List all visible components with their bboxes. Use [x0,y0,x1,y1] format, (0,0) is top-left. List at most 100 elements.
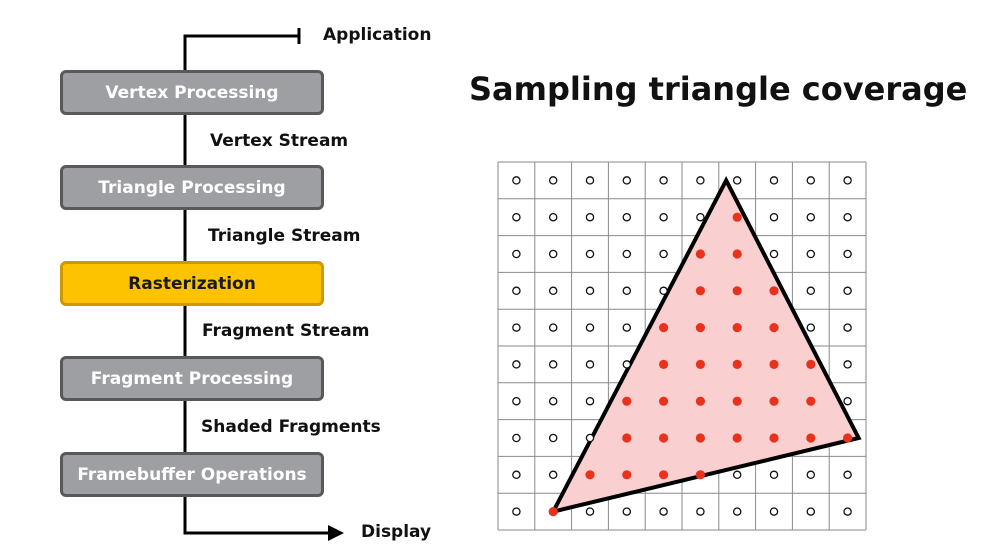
application-label: Application [323,25,432,45]
sample-point-empty [843,249,852,259]
sample-point-empty [696,176,705,185]
sample-point-empty [806,249,816,259]
sample-point-empty [512,507,521,516]
sample-point-covered [659,470,669,480]
sample-point-empty [548,396,558,406]
sample-point-empty [585,323,595,332]
stage-fragment-processing: Fragment Processing [60,356,324,401]
sample-point-empty [659,176,668,185]
sample-point-covered [769,286,779,296]
sample-point-empty [769,212,779,222]
sample-point-empty [806,507,816,516]
stage-framebuffer-operations: Framebuffer Operations [60,452,324,497]
sample-point-empty [843,323,852,332]
sample-point-empty [548,433,558,443]
sample-point-covered [732,323,742,333]
sample-point-empty [622,286,632,296]
sample-point-covered [659,396,669,406]
sample-point-empty [806,176,816,185]
stage-label: Fragment Processing [90,368,294,389]
sample-point-empty [548,176,558,185]
display-label: Display [361,522,432,542]
sample-point-covered [769,359,779,369]
sample-point-empty [585,249,595,259]
sample-point-empty [512,286,521,296]
sample-point-covered [769,323,779,333]
sample-point-empty [769,470,779,480]
sample-point-covered [769,396,779,406]
sample-point-empty [732,176,742,185]
sample-point-covered [695,470,706,480]
sample-point-covered [732,212,742,222]
sample-point-empty [843,396,852,406]
sample-point-covered [732,249,742,259]
sample-point-empty [548,212,558,222]
stream-label-shaded: Shaded Fragments [201,417,381,437]
sample-point-covered [659,323,669,333]
sample-point-empty [512,249,521,259]
sample-point-covered [695,286,706,296]
sample-point-empty [806,323,816,332]
sample-point-empty [512,176,521,185]
sample-point-empty [512,396,521,406]
sample-point-empty [843,286,852,296]
sample-point-empty [548,286,558,296]
sample-point-empty [512,212,521,222]
sample-point-empty [622,249,632,259]
sample-point-empty [696,212,705,222]
sample-point-covered [695,323,706,333]
stage-label: Framebuffer Operations [77,464,307,485]
stage-label: Rasterization [128,273,256,294]
sample-point-covered [732,433,742,443]
sample-point-empty [659,249,668,259]
sample-point-empty [512,470,521,480]
stage-triangle-processing: Triangle Processing [60,165,324,210]
pipeline-output-arrowhead [328,525,344,541]
pipeline-input-line [183,34,300,460]
sample-point-empty [843,470,852,480]
sample-point-covered [659,433,669,443]
sample-point-covered [622,433,632,443]
sample-point-empty [769,507,779,516]
sample-point-empty [769,176,779,185]
sample-point-empty [585,360,595,369]
sample-point-empty [843,507,852,516]
sample-point-covered [695,433,706,443]
sample-point-covered [622,470,632,480]
sample-point-empty [806,286,816,296]
sample-point-empty [806,212,816,222]
sample-point-covered [732,286,742,296]
sample-point-empty [585,433,595,443]
sample-point-covered [695,359,706,369]
sample-point-empty [696,507,705,516]
sample-point-empty [548,323,558,332]
sample-point-covered [659,359,669,369]
sample-point-covered [695,396,706,406]
sample-point-empty [659,212,668,222]
sample-point-empty [806,470,816,480]
sample-point-empty [843,360,852,369]
sample-point-empty [548,360,558,369]
sample-point-empty [622,212,632,222]
stage-label: Vertex Processing [105,82,279,103]
sample-point-covered [695,249,706,259]
sample-point-empty [512,323,521,332]
triangle [549,176,862,515]
stream-label-vertex: Vertex Stream [210,131,349,151]
sample-point-empty [622,507,632,516]
sample-point-empty [769,249,779,259]
sample-point-empty [548,470,558,480]
sample-point-empty [732,507,742,516]
sample-point-covered [622,396,632,406]
sample-point-empty [732,470,742,480]
stage-label: Triangle Processing [98,177,286,198]
sample-point-empty [585,286,595,296]
sample-point-empty [659,507,668,516]
sample-point-empty [622,323,632,332]
sample-point-empty [585,507,595,516]
diagram-title: Sampling triangle coverage [469,70,968,108]
sample-point-empty [659,286,668,296]
sample-point-empty [548,249,558,259]
sample-point-covered [585,470,595,480]
